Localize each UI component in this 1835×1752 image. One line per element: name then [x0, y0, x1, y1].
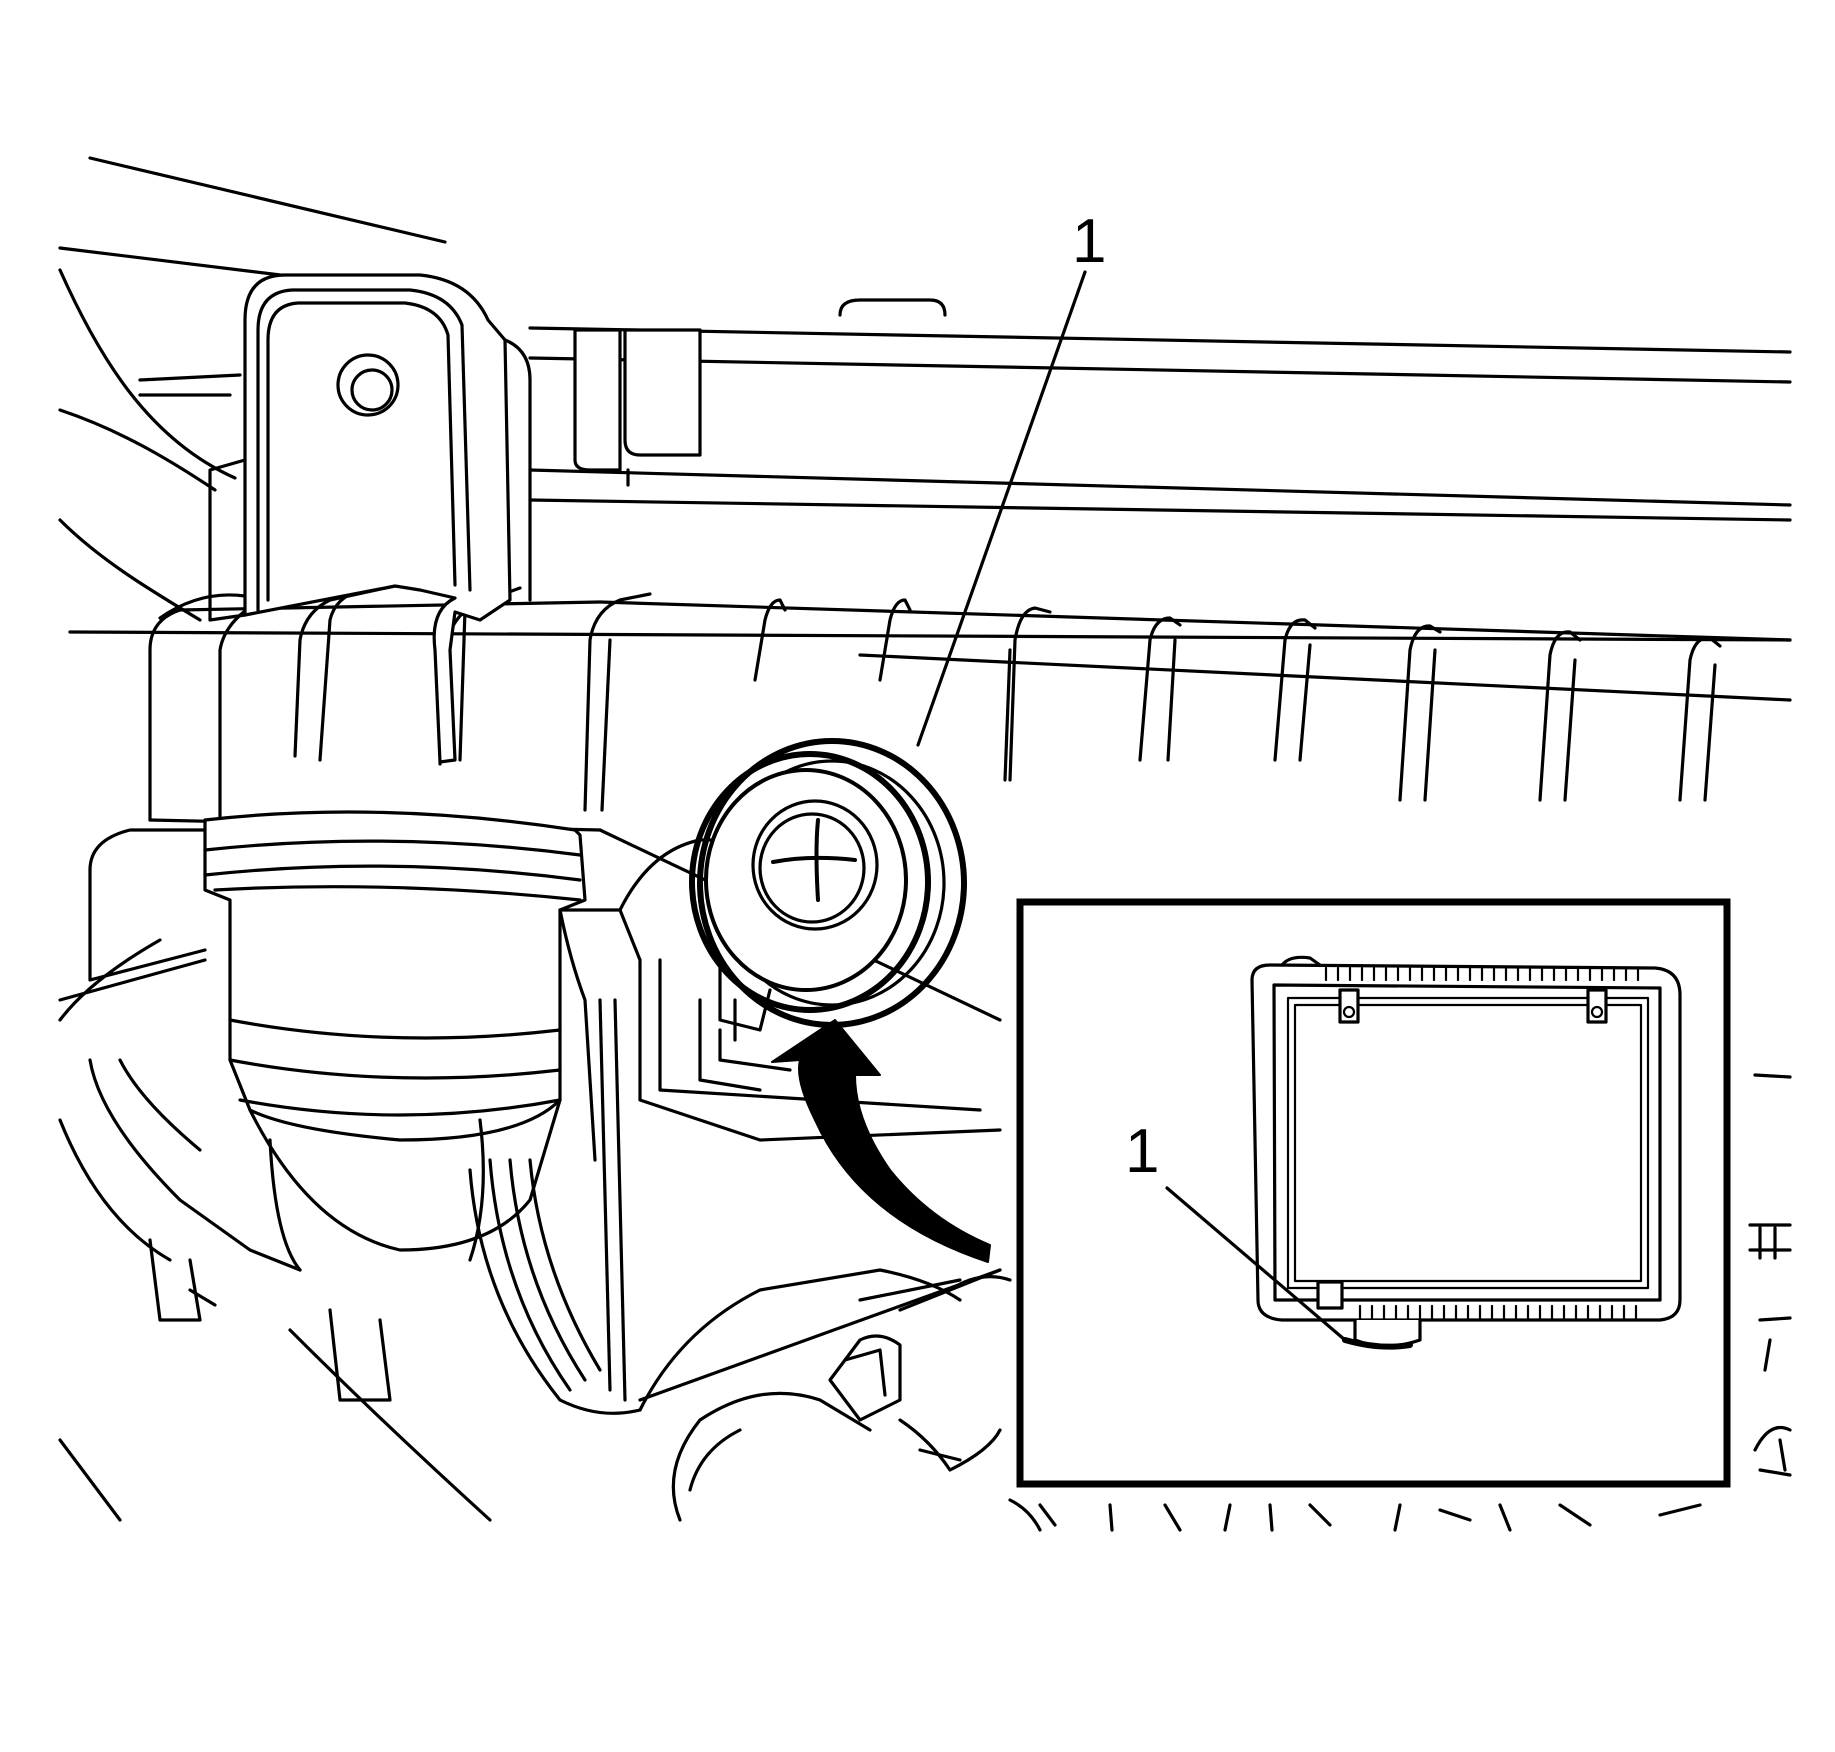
callout-inset-label: 1 [1125, 1117, 1159, 1186]
callout-main: 1 [916, 207, 1106, 747]
screw-icon [771, 818, 857, 902]
mount-bracket [208, 273, 532, 764]
lower-housing [58, 828, 1012, 1522]
curved-arrow-icon [771, 1019, 991, 1263]
fastener [689, 738, 967, 1028]
radiator-background [58, 156, 1792, 702]
intake-hose [203, 810, 587, 1272]
callout-main-label: 1 [1072, 207, 1106, 276]
inset-detail: 1 [1016, 898, 1731, 1488]
right-edge-details [1008, 1073, 1792, 1532]
